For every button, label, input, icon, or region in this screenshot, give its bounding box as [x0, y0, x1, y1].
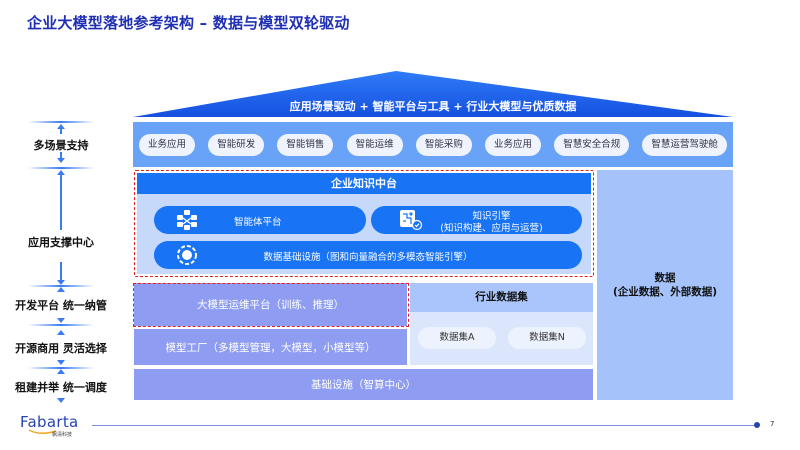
arrow-down-icon	[57, 158, 65, 163]
divider-line	[28, 285, 94, 287]
connector-line	[60, 128, 62, 134]
agent-platform-label: 智能体平台	[234, 217, 282, 228]
arrow-up-icon	[57, 287, 65, 292]
highlight-dashed-border	[134, 170, 594, 277]
industry-dataset-panel: 行业数据集 数据集A 数据集N	[410, 283, 593, 365]
scenario-pill[interactable]: 智能采购	[415, 133, 472, 156]
model-ops-platform: 大模型运维平台（训练、推理）	[134, 283, 407, 326]
data-infrastructure-label: 数据基础设施（图和向量融合的多模态智能引擎）	[263, 252, 473, 263]
arrow-up-icon	[57, 170, 65, 175]
page-number: 7	[770, 420, 775, 428]
data-column-subtitle: (企业数据、外部数据)	[612, 286, 718, 298]
scenario-band: 业务应用 智能研发 智能销售 智能运维 智能采购 业务应用 智慧安全合规 智慧运…	[133, 122, 733, 167]
agent-platform-button[interactable]: 智能体平台	[154, 206, 366, 234]
footer-divider	[92, 425, 756, 426]
left-label-scenarios: 多场景支持	[33, 139, 89, 152]
connector-line	[60, 152, 62, 158]
footer-dot	[754, 422, 760, 428]
data-hub-icon	[176, 244, 198, 269]
infrastructure-layer: 基础设施（智算中心）	[134, 369, 593, 400]
connector-line	[60, 175, 62, 230]
dataset-pill[interactable]: 数据集N	[508, 327, 586, 349]
scenario-pill[interactable]: 业务应用	[485, 133, 542, 156]
industry-dataset-title: 行业数据集	[410, 283, 593, 312]
roof-shape	[133, 71, 733, 117]
data-infrastructure-button[interactable]: 数据基础设施（图和向量融合的多模态智能引擎）	[154, 241, 582, 269]
arrow-down-icon	[57, 280, 65, 285]
arrow-up-icon	[57, 369, 65, 374]
page-title: 企业大模型落地参考架构 – 数据与模型双轮驱动	[27, 14, 350, 32]
knowledge-engine-sublabel: (知识构建、应用与运营)	[440, 223, 543, 234]
roof-text: 应用场景驱动 + 智能平台与工具 + 行业大模型与优质数据	[289, 100, 577, 113]
connector-line	[60, 262, 62, 280]
arrow-down-icon	[57, 398, 65, 403]
scenario-pill[interactable]: 业务应用	[139, 133, 196, 156]
left-label-app-support: 应用支撑中心	[28, 236, 94, 249]
left-label-dev-platform: 开发平台 统一纳管	[15, 299, 107, 312]
roof-banner: 应用场景驱动 + 智能平台与工具 + 行业大模型与优质数据	[133, 71, 733, 119]
knowledge-platform: 企业知识中台 智能体平台	[137, 173, 591, 274]
model-factory: 模型工厂（多模型管理，大模型，小模型等）	[134, 329, 407, 365]
data-column: 数据 (企业数据、外部数据)	[597, 170, 733, 400]
company-logo: Fabarta 枫清科技	[20, 412, 79, 438]
divider-line	[28, 121, 94, 123]
arrow-up-icon	[57, 330, 65, 335]
knowledge-engine-icon	[399, 209, 423, 234]
scenario-pill[interactable]: 智慧运营驾驶舱	[642, 133, 727, 156]
scenario-pill[interactable]: 智能销售	[277, 133, 334, 156]
knowledge-engine-label: 知识引擎	[472, 211, 511, 222]
arrow-down-icon	[57, 318, 65, 323]
divider-line	[28, 167, 94, 169]
scenario-pill[interactable]: 智能运维	[346, 133, 403, 156]
agent-network-icon	[175, 209, 199, 234]
left-label-scheduling: 租建并举 统一调度	[15, 381, 107, 394]
logo-swoosh-icon	[28, 429, 57, 434]
logo-wordmark: Fabarta	[20, 413, 79, 431]
data-column-title: 数据	[654, 272, 676, 284]
divider-line	[28, 367, 94, 369]
arrow-down-icon	[57, 360, 65, 365]
arrow-up-icon	[57, 124, 65, 129]
highlight-dashed-border	[133, 283, 409, 327]
dataset-pill[interactable]: 数据集A	[418, 327, 496, 349]
logo-subtitle: 枫清科技	[52, 432, 73, 438]
knowledge-engine-button[interactable]: 知识引擎 (知识构建、应用与运营)	[371, 206, 582, 234]
scenario-pill[interactable]: 智能研发	[208, 133, 265, 156]
left-label-open-source: 开源商用 灵活选择	[15, 342, 107, 355]
scenario-pill[interactable]: 智慧安全合规	[554, 133, 630, 156]
knowledge-platform-title: 企业知识中台	[137, 173, 591, 194]
divider-line	[28, 324, 94, 326]
